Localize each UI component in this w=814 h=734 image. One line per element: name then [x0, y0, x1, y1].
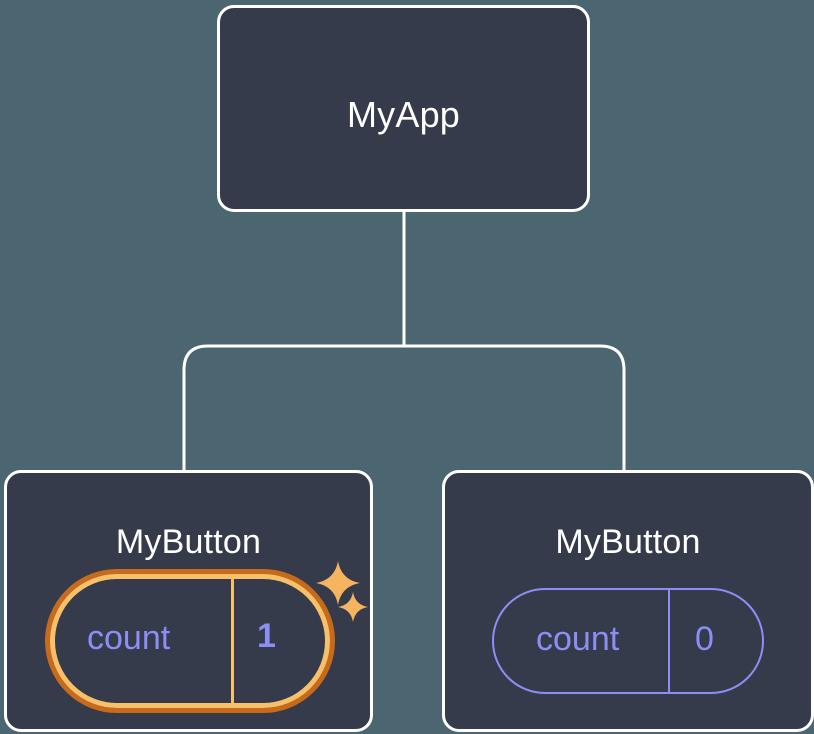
node-child-right-label: MyButton	[555, 523, 701, 561]
state-pill-outline	[492, 588, 764, 694]
state-pill-divider	[668, 588, 670, 694]
state-pill-count-plain[interactable]: count 0	[492, 588, 764, 694]
state-pill-inner-ring	[50, 574, 330, 708]
state-pill-value: 1	[257, 617, 276, 655]
state-pill-name: count	[536, 620, 620, 658]
sparkle-icon-small	[338, 592, 368, 622]
state-pill-divider	[231, 579, 234, 703]
state-pill-value: 0	[695, 620, 714, 658]
connector-branch-bar	[182, 344, 626, 470]
sparkle-icon-large	[316, 561, 360, 605]
node-root-label: MyApp	[346, 94, 461, 135]
state-pill-name: count	[87, 619, 171, 657]
state-pill-count-highlighted[interactable]: count 1	[45, 569, 335, 713]
node-child-mybutton-right[interactable]: MyButton	[442, 470, 814, 732]
node-root-myapp[interactable]: MyApp	[217, 5, 590, 212]
state-pill-outer-ring	[45, 569, 335, 713]
node-child-left-label: MyButton	[115, 523, 262, 561]
